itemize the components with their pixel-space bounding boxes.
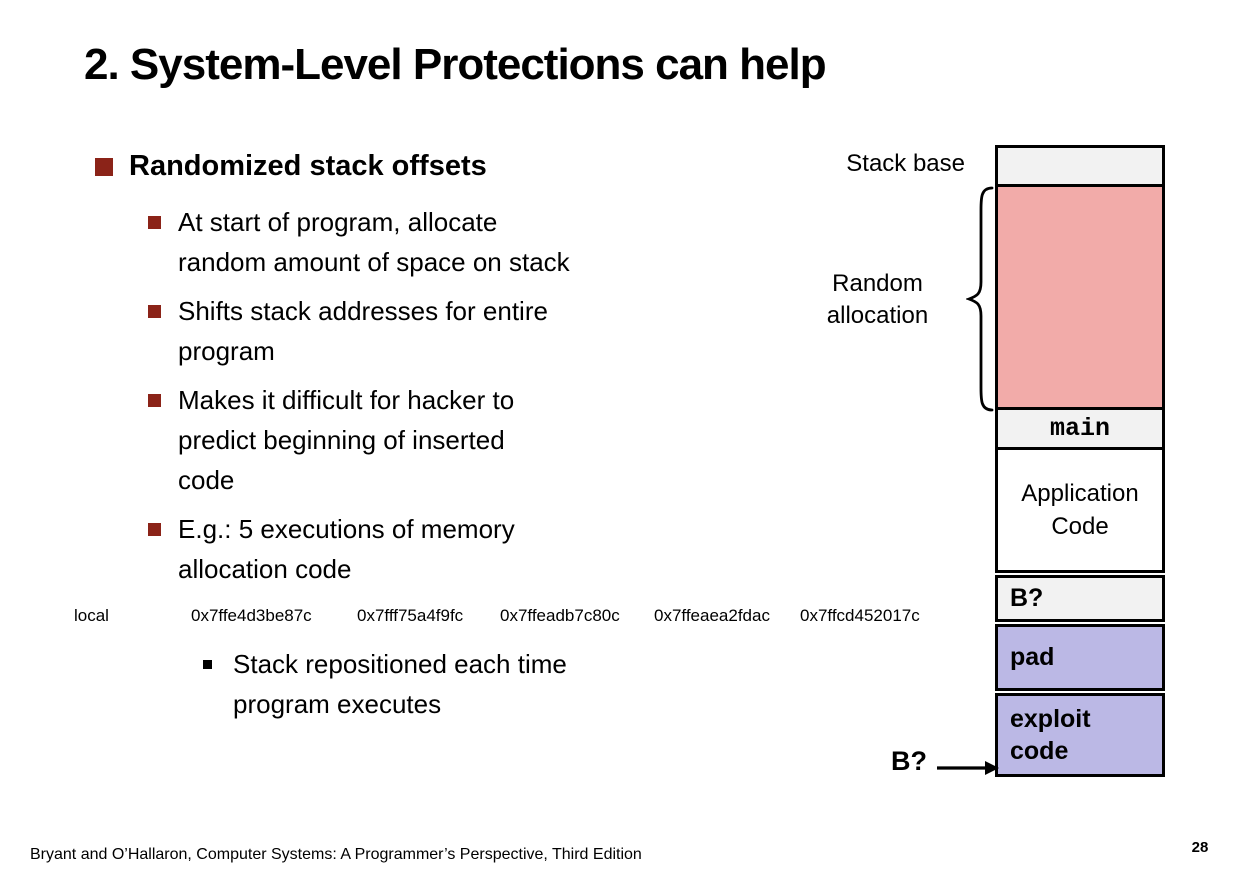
stack-address: 0x7ffe4d3be87c <box>191 606 312 625</box>
note-line: Stack repositioned each time <box>233 649 567 679</box>
dash-bullet-square-icon <box>203 660 212 669</box>
bullet-line: predict beginning of inserted <box>178 425 505 455</box>
sub-bullet-square-icon <box>148 305 161 318</box>
stack-address: 0x7ffcd452017c <box>800 606 920 625</box>
page-title: 2. System-Level Protections can help <box>84 40 827 89</box>
stack-segment-main: main <box>995 407 1165 450</box>
list-item: At start of program, allocate random amo… <box>148 202 688 282</box>
sub-bullet-square-icon <box>148 523 161 536</box>
note-text: Stack repositioned each time program exe… <box>233 644 567 724</box>
bullet-text: Shifts stack addresses for entire progra… <box>178 291 548 371</box>
stack-address: 0x7fff75a4f9fc <box>357 606 464 625</box>
stack-segment-random-allocation <box>995 184 1165 410</box>
stack-address: 0x7ffeadb7c80c <box>500 606 620 625</box>
stack-segment-b-question: B? <box>995 575 1165 622</box>
address-row-label: local <box>74 606 109 625</box>
arrow-right-icon <box>937 761 999 775</box>
sub-bullet-square-icon <box>148 394 161 407</box>
page-number: 28 <box>1191 839 1209 856</box>
bullet-line: random amount of space on stack <box>178 247 570 277</box>
curly-brace-icon <box>966 186 994 412</box>
exploit-line: exploit <box>1010 705 1091 733</box>
list-item-heading: Randomized stack offsets <box>95 150 487 183</box>
stack-segment-application-code: Application Code <box>995 447 1165 573</box>
list-item: Makes it difficult for hacker to predict… <box>148 380 688 500</box>
random-label-line: Random <box>832 270 923 297</box>
bullet-list: At start of program, allocate random amo… <box>148 202 688 598</box>
sub-bullet-square-icon <box>148 216 161 229</box>
bullet-line: allocation code <box>178 554 352 584</box>
bullet-text: Makes it difficult for hacker to predict… <box>178 380 514 500</box>
stack-base-label: Stack base <box>846 150 965 177</box>
bullet-line: At start of program, allocate <box>178 207 498 237</box>
bullet-line: Shifts stack addresses for entire <box>178 296 548 326</box>
bullet-text: At start of program, allocate random amo… <box>178 202 570 282</box>
random-allocation-label: Random allocation <box>795 268 960 332</box>
stack-segment-base <box>995 145 1165 187</box>
b-pointer-label: B? <box>891 746 927 776</box>
bullet-line: Makes it difficult for hacker to <box>178 385 515 415</box>
bullet-text: E.g.: 5 executions of memory allocation … <box>178 509 515 589</box>
heading-label: Randomized stack offsets <box>129 150 487 182</box>
list-item: Shifts stack addresses for entire progra… <box>148 291 688 371</box>
stack-segment-exploit-code: exploit code <box>995 693 1165 777</box>
list-item-note: Stack repositioned each time program exe… <box>203 644 567 724</box>
bullet-line: code <box>178 465 235 495</box>
list-item: E.g.: 5 executions of memory allocation … <box>148 509 688 589</box>
bullet-line: E.g.: 5 executions of memory <box>178 514 515 544</box>
bullet-square-icon <box>95 157 113 176</box>
random-label-line: allocation <box>826 302 929 329</box>
stack-segment-pad: pad <box>995 624 1165 691</box>
address-sample-row: local 0x7ffe4d3be87c 0x7fff75a4f9fc 0x7f… <box>0 606 1258 632</box>
bullet-line: program <box>178 336 275 366</box>
note-line: program executes <box>233 689 442 719</box>
stack-address: 0x7ffeaea2fdac <box>654 606 770 625</box>
footer-attribution: Bryant and O’Hallaron, Computer Systems:… <box>30 846 642 863</box>
exploit-line: code <box>1010 737 1069 765</box>
